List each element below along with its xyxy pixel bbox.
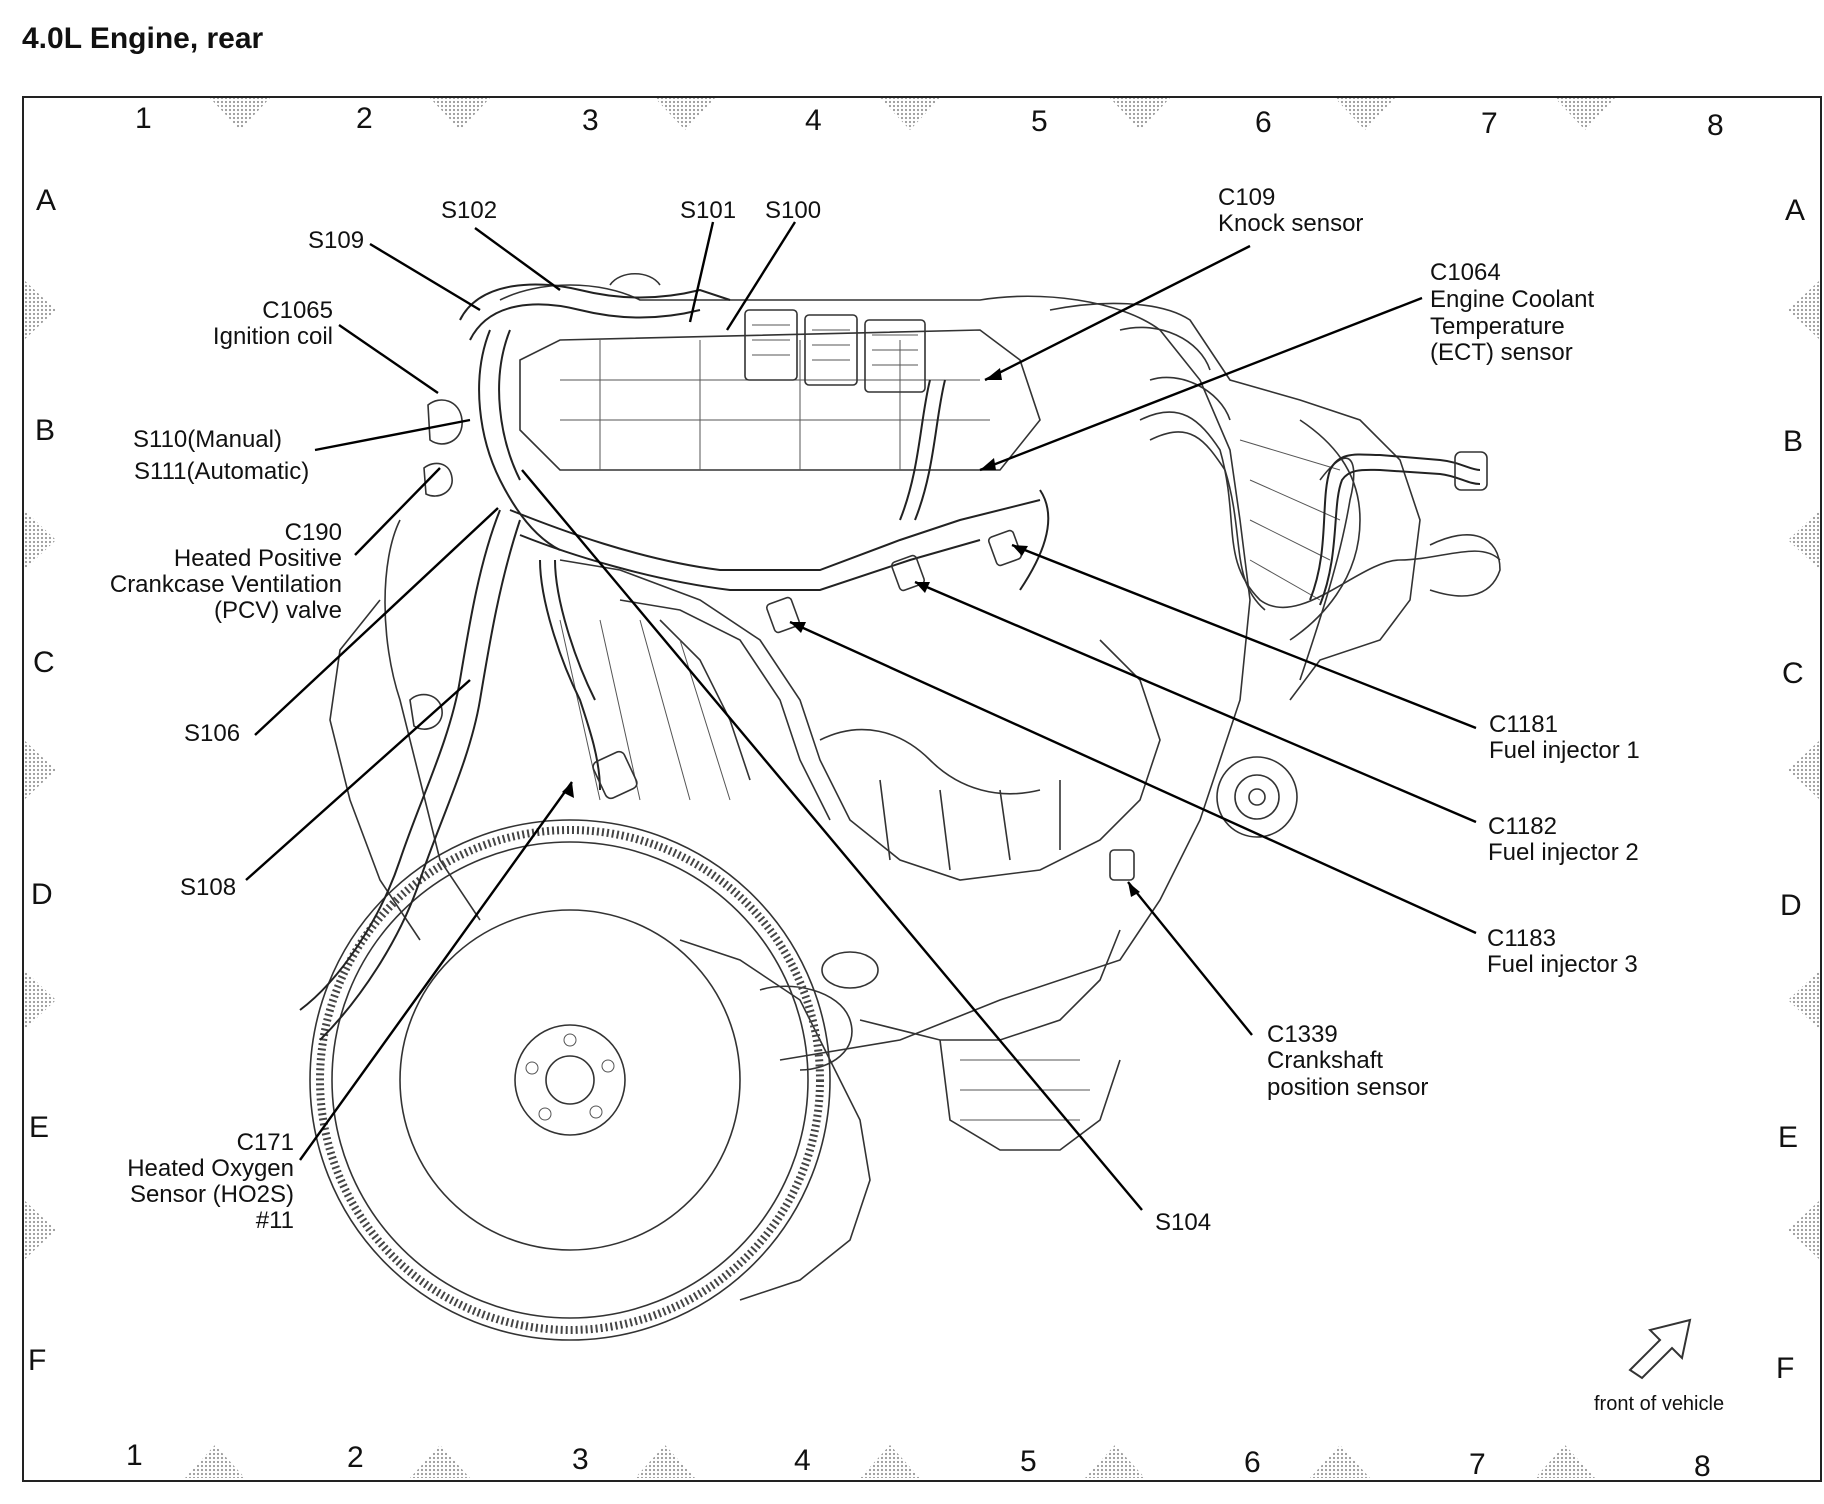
label-c1181-desc: Fuel injector 1 [1489,737,1640,764]
grid-col-3-bottom: 3 [572,1443,589,1476]
grid-row-f: F [28,1344,46,1377]
label-c1183-desc: Fuel injector 3 [1487,951,1638,978]
label-s110: S110(Manual) [133,426,282,453]
label-s104: S104 [1155,1209,1211,1236]
grid-row-c-right: C [1782,657,1804,690]
component-labels: S109 S102 S101 S100 C109 Knock sensor C1… [110,184,1640,1236]
label-s100: S100 [765,197,821,224]
grid-rows-left: A B C D E F [28,184,56,1377]
label-c1339-desc2: position sensor [1267,1074,1428,1101]
label-c171-id: C171 [237,1129,294,1156]
engine-illustration [299,273,1501,1341]
label-c171-desc1: Heated Oxygen [127,1155,294,1182]
grid-col-2: 2 [356,102,373,135]
label-c1339-id: C1339 [1267,1021,1338,1048]
label-c190-desc2: Crankcase Ventilation [110,571,342,598]
label-c171-desc2: Sensor (HO2S) [130,1181,294,1208]
label-c1064-id: C1064 [1430,259,1501,286]
grid-row-b: B [35,414,55,447]
label-s102: S102 [441,197,497,224]
grid-col-4: 4 [805,104,822,137]
grid-rows-right: A B C D E F [1776,194,1805,1385]
leader-lines [245,221,1477,1211]
grid-col-8: 8 [1707,109,1724,142]
grid-row-d: D [31,878,53,911]
grid-col-2-bottom: 2 [347,1441,364,1474]
diagram-frame [22,96,1822,1482]
label-c1065-id: C1065 [262,297,333,324]
grid-col-5-bottom: 5 [1020,1445,1037,1478]
label-c109-desc: Knock sensor [1218,210,1363,237]
label-c1064-desc1: Engine Coolant [1430,286,1594,313]
grid-col-5: 5 [1031,105,1048,138]
label-c1339-desc1: Crankshaft [1267,1047,1383,1074]
label-c171-desc3: #11 [256,1207,294,1234]
grid-col-1-bottom: 1 [126,1439,143,1472]
label-s111: S111(Automatic) [134,458,309,485]
label-s101: S101 [680,197,736,224]
flywheel [309,819,831,1341]
label-c190-desc1: Heated Positive [174,545,342,572]
label-c1065-desc: Ignition coil [213,323,333,350]
label-s109: S109 [308,227,364,254]
grid-columns-bottom: 1 2 3 4 5 6 7 8 [126,1439,1711,1483]
grid-col-7-bottom: 7 [1469,1448,1486,1481]
label-c1183-id: C1183 [1487,925,1556,952]
grid-markers [24,98,1820,1478]
label-c109-id: C109 [1218,184,1275,211]
grid-col-8-bottom: 8 [1694,1450,1711,1483]
label-s106: S106 [184,720,240,747]
grid-row-c: C [33,646,55,679]
orientation-indicator: front of vehicle [1594,1318,1724,1415]
grid-row-e-right: E [1778,1121,1798,1154]
label-c190-desc3: (PCV) valve [214,597,342,624]
label-c1181-id: C1181 [1489,711,1558,738]
label-c1064-desc2: Temperature [1430,313,1565,340]
grid-row-a-right: A [1785,194,1805,227]
grid-columns-top: 1 2 3 4 5 6 7 8 [135,102,1724,142]
front-arrow-icon [1628,1318,1692,1380]
label-c1182-desc: Fuel injector 2 [1488,839,1639,866]
orientation-label: front of vehicle [1594,1393,1724,1415]
grid-row-b-right: B [1783,425,1803,458]
grid-row-e: E [29,1111,49,1144]
grid-row-a: A [36,184,56,217]
grid-row-f-right: F [1776,1352,1794,1385]
label-c1182-id: C1182 [1488,813,1557,840]
grid-col-4-bottom: 4 [794,1444,811,1477]
grid-row-d-right: D [1780,889,1802,922]
page-title: 4.0L Engine, rear [22,22,264,55]
label-s108: S108 [180,874,236,901]
label-c1064-desc3: (ECT) sensor [1430,339,1573,366]
grid-col-6: 6 [1255,106,1272,139]
grid-col-7: 7 [1481,107,1498,140]
grid-col-1: 1 [135,102,152,135]
label-c190-id: C190 [285,519,342,546]
grid-col-3: 3 [582,104,599,137]
grid-col-6-bottom: 6 [1244,1446,1261,1479]
